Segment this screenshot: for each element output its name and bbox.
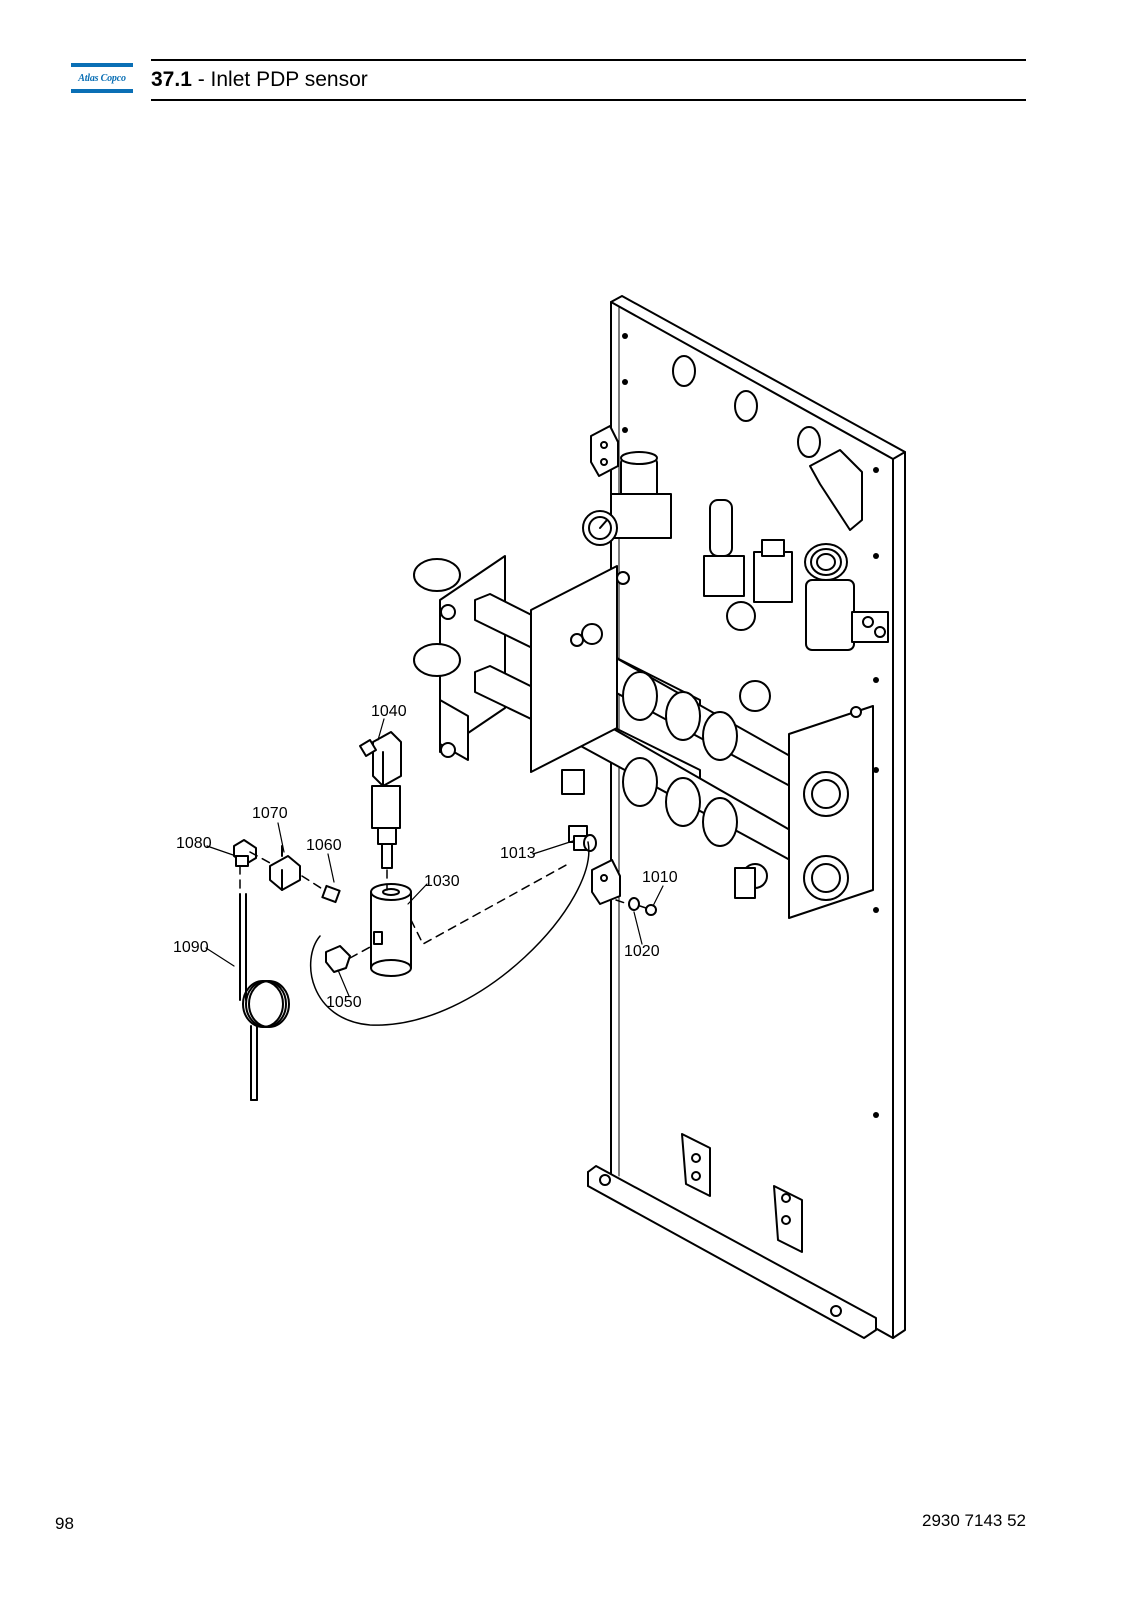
washer-1020 — [628, 897, 640, 911]
pdp-sensor-1040 — [359, 731, 402, 869]
callout-labels: 1040 1070 1080 1060 1013 1030 1010 1090 … — [173, 703, 678, 1011]
section-title: Inlet PDP sensor — [210, 68, 368, 91]
atlas-copco-logo: Atlas Copco — [71, 63, 133, 93]
ball-valves — [622, 671, 771, 889]
dryer-components — [703, 499, 889, 651]
screw-1010 — [645, 904, 657, 916]
callout-1030: 1030 — [424, 873, 460, 890]
right-union-plate — [788, 705, 874, 919]
tube-1090 — [239, 893, 290, 1101]
page-number: 98 — [55, 1514, 74, 1533]
section-heading: 37.1 - Inlet PDP sensor — [151, 66, 368, 94]
callout-leaders — [205, 718, 664, 997]
section-number: 37.1 — [151, 68, 192, 91]
pressure-regulator — [582, 451, 672, 546]
callout-1080: 1080 — [176, 835, 212, 852]
sample-tube — [309, 841, 590, 1026]
callout-1010: 1010 — [642, 869, 678, 886]
outlet-flange-plate — [530, 565, 630, 773]
callout-1070: 1070 — [252, 805, 288, 822]
logo-bottom-bar — [71, 89, 133, 93]
callout-1040: 1040 — [371, 703, 407, 720]
inlet-flange-plate — [413, 555, 506, 761]
sensor-housing-1030 — [370, 883, 412, 977]
document-number: 2930 7143 52 — [922, 1511, 1026, 1530]
panel-bolt-dots — [622, 333, 879, 1118]
header-rule-top — [151, 59, 1026, 61]
elbow-1080 — [233, 839, 257, 867]
tee-fitting-1013 — [573, 834, 597, 852]
callout-1050: 1050 — [326, 994, 362, 1011]
fitting-1060 — [321, 884, 341, 904]
callout-1020: 1020 — [624, 943, 660, 960]
callout-1013: 1013 — [500, 845, 536, 862]
logo-top-bar — [71, 63, 133, 67]
needle-valves — [561, 769, 756, 899]
logo-wordmark: Atlas Copco — [78, 73, 126, 84]
elbow-1050 — [325, 945, 351, 973]
panel-brackets — [590, 425, 863, 1253]
header-rule-bottom — [151, 99, 1026, 101]
callout-1060: 1060 — [306, 837, 342, 854]
section-separator: - — [191, 68, 211, 91]
connector-1070 — [269, 845, 301, 891]
assembly-lines — [239, 851, 647, 959]
callout-1090: 1090 — [173, 939, 209, 956]
